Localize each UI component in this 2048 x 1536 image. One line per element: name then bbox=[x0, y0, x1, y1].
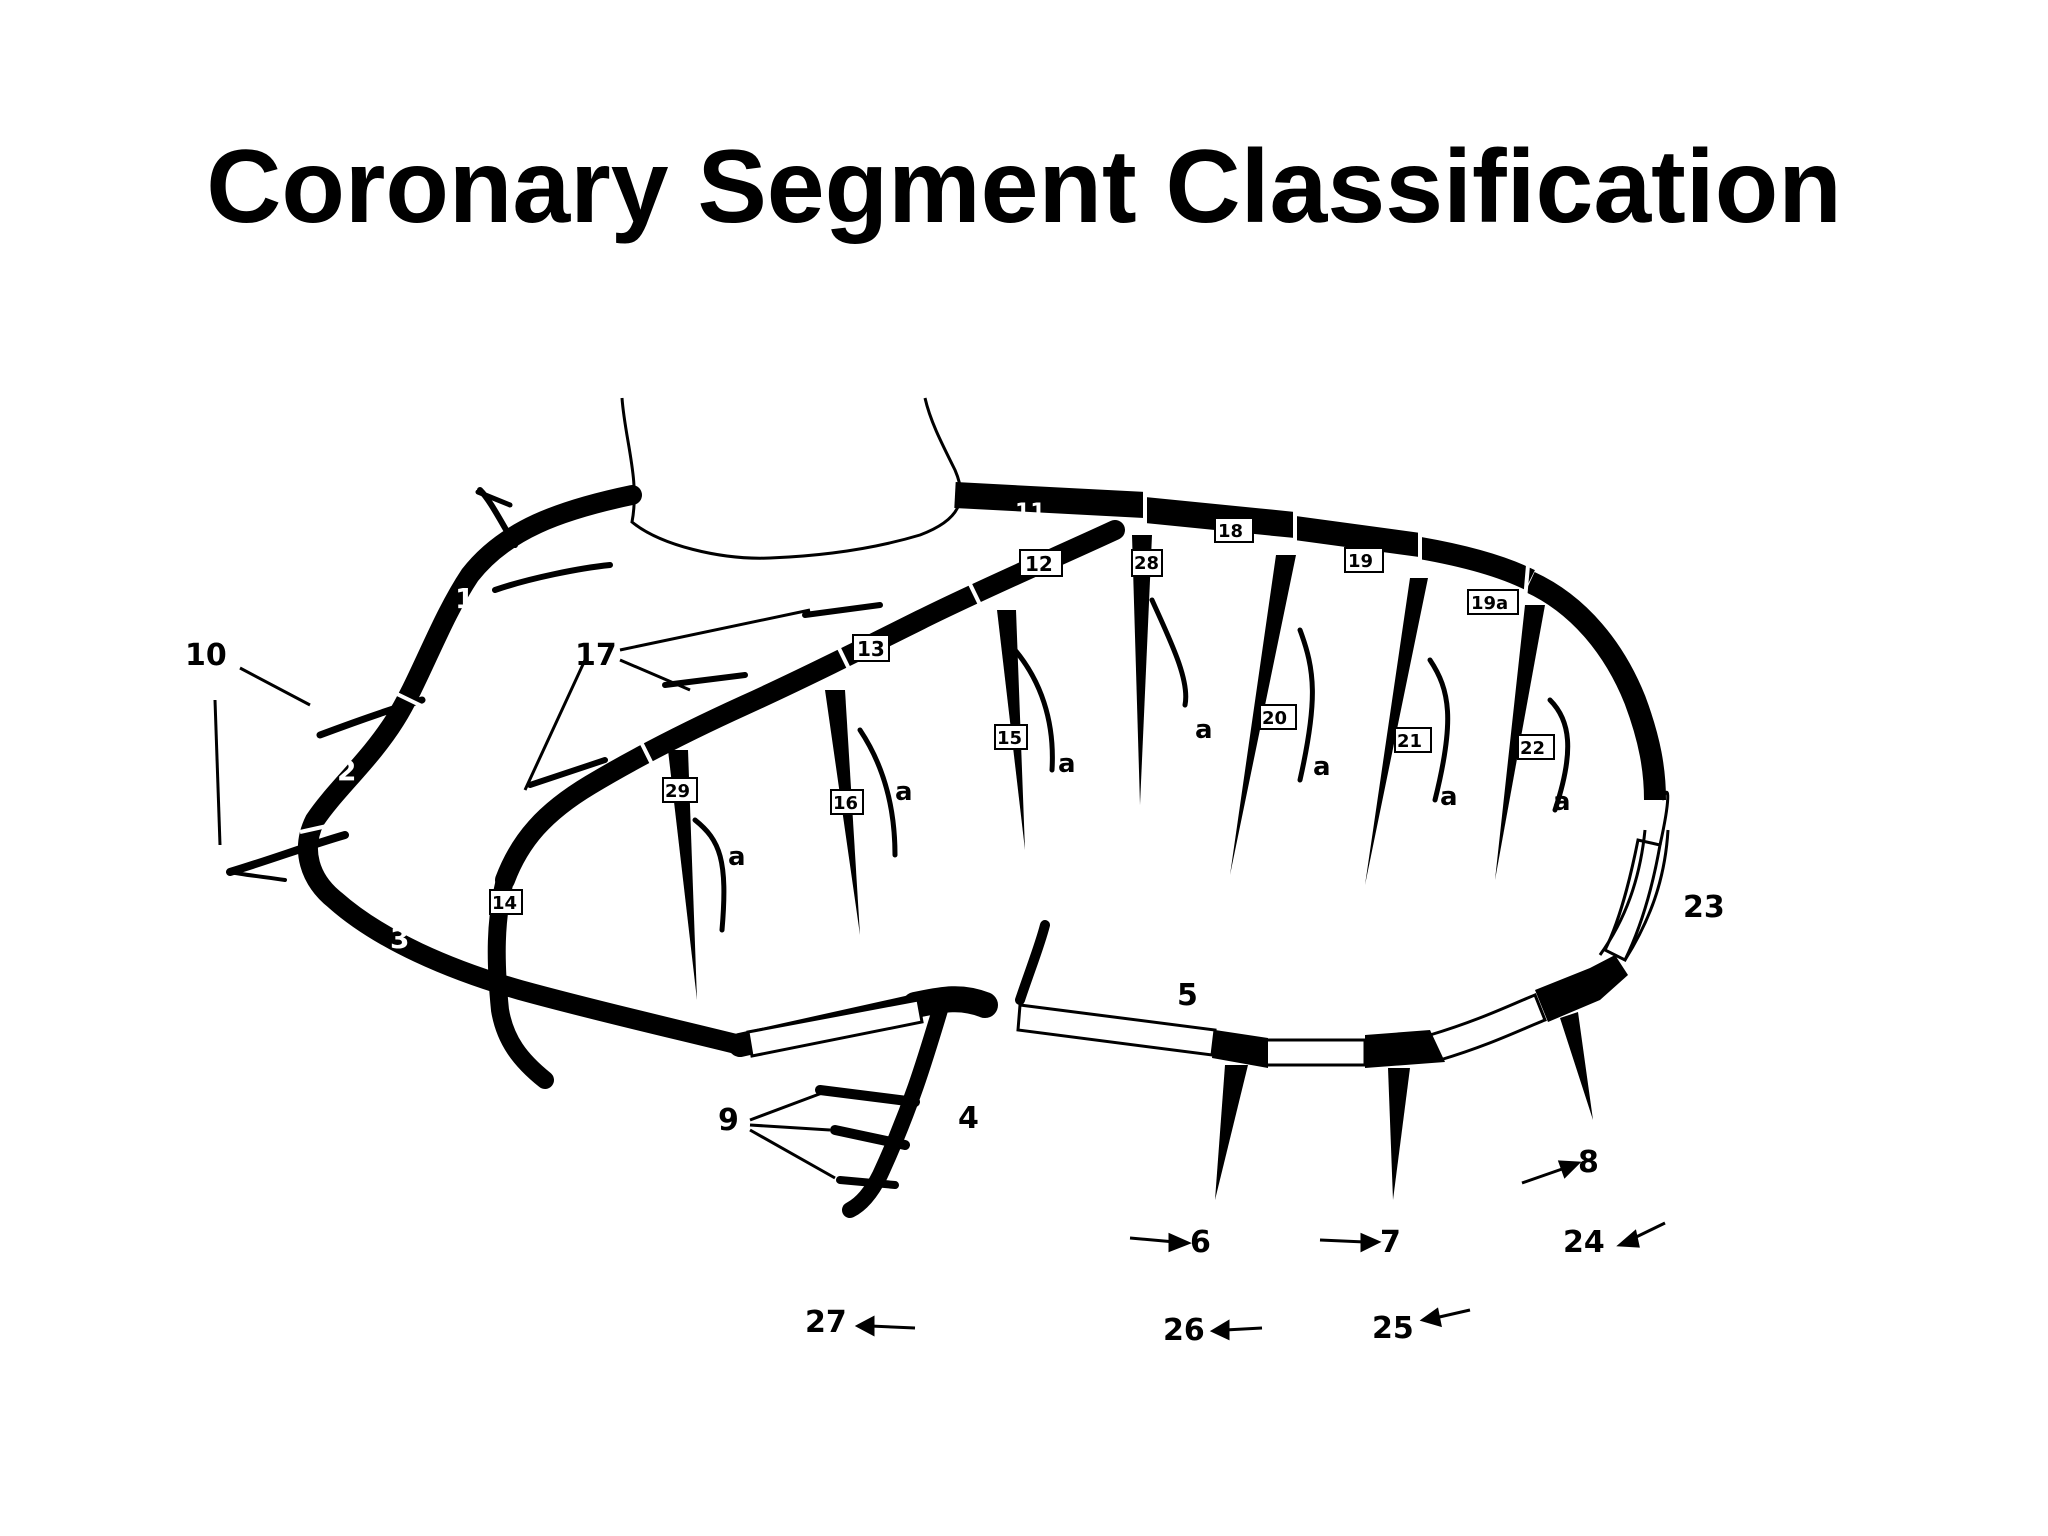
label-26: 26 bbox=[1163, 1313, 1205, 1348]
label-a-29: a bbox=[728, 842, 746, 872]
leader-lines bbox=[213, 608, 836, 1180]
arrows bbox=[854, 1160, 1666, 1341]
label-16: 16 bbox=[833, 793, 858, 814]
lad-separators bbox=[638, 579, 987, 781]
circumflex-separators bbox=[1143, 490, 1530, 601]
label-17: 17 bbox=[575, 638, 617, 673]
label-21: 21 bbox=[1397, 731, 1422, 752]
label-23: 23 bbox=[1683, 890, 1725, 925]
label-18: 18 bbox=[1218, 521, 1243, 542]
black-segments-pl bbox=[1212, 955, 1628, 1068]
label-8: 8 bbox=[1578, 1145, 1599, 1180]
box-labels bbox=[489, 517, 1555, 915]
label-11: 11 bbox=[1015, 500, 1046, 525]
great-vessel-outline bbox=[620, 397, 963, 560]
open-segments bbox=[746, 790, 1670, 1067]
diagonals-17 bbox=[527, 602, 883, 788]
label-a-21: a bbox=[1440, 782, 1458, 812]
label-1: 1 bbox=[455, 582, 474, 615]
label-5: 5 bbox=[1177, 978, 1198, 1013]
label-a-22: a bbox=[1553, 787, 1571, 817]
label-12: 12 bbox=[1025, 552, 1053, 576]
branches bbox=[668, 535, 1545, 1000]
label-7: 7 bbox=[1380, 1225, 1401, 1260]
label-22: 22 bbox=[1520, 738, 1545, 759]
label-25: 25 bbox=[1372, 1311, 1414, 1346]
label-a-16: a bbox=[895, 777, 913, 807]
a-branches bbox=[692, 597, 1571, 933]
label-13: 13 bbox=[857, 637, 885, 661]
label-a-28: a bbox=[1195, 715, 1213, 745]
label-27: 27 bbox=[805, 1305, 847, 1340]
label-24: 24 bbox=[1563, 1225, 1605, 1260]
pda-and-pl bbox=[728, 920, 1050, 1218]
slide-title: Coronary Segment Classification bbox=[206, 129, 1842, 245]
label-14: 14 bbox=[492, 893, 517, 914]
label-6: 6 bbox=[1190, 1225, 1211, 1260]
segment23-outline bbox=[1598, 829, 1670, 961]
label-19a: 19a bbox=[1471, 593, 1508, 614]
label-19: 19 bbox=[1348, 551, 1373, 572]
label-9: 9 bbox=[718, 1103, 739, 1138]
label-29: 29 bbox=[665, 781, 690, 802]
label-4: 4 bbox=[958, 1101, 979, 1136]
label-15: 15 bbox=[997, 728, 1022, 749]
label-20: 20 bbox=[1262, 708, 1287, 729]
label-3: 3 bbox=[390, 922, 409, 955]
label-a-15: a bbox=[1058, 749, 1076, 779]
label-a-20: a bbox=[1313, 752, 1331, 782]
rca-separators bbox=[299, 691, 431, 895]
label-2: 2 bbox=[337, 754, 356, 787]
label-28: 28 bbox=[1134, 553, 1159, 574]
right-coronary-artery bbox=[226, 485, 750, 1055]
label-10: 10 bbox=[185, 638, 227, 673]
pl-branches bbox=[1215, 1012, 1593, 1200]
